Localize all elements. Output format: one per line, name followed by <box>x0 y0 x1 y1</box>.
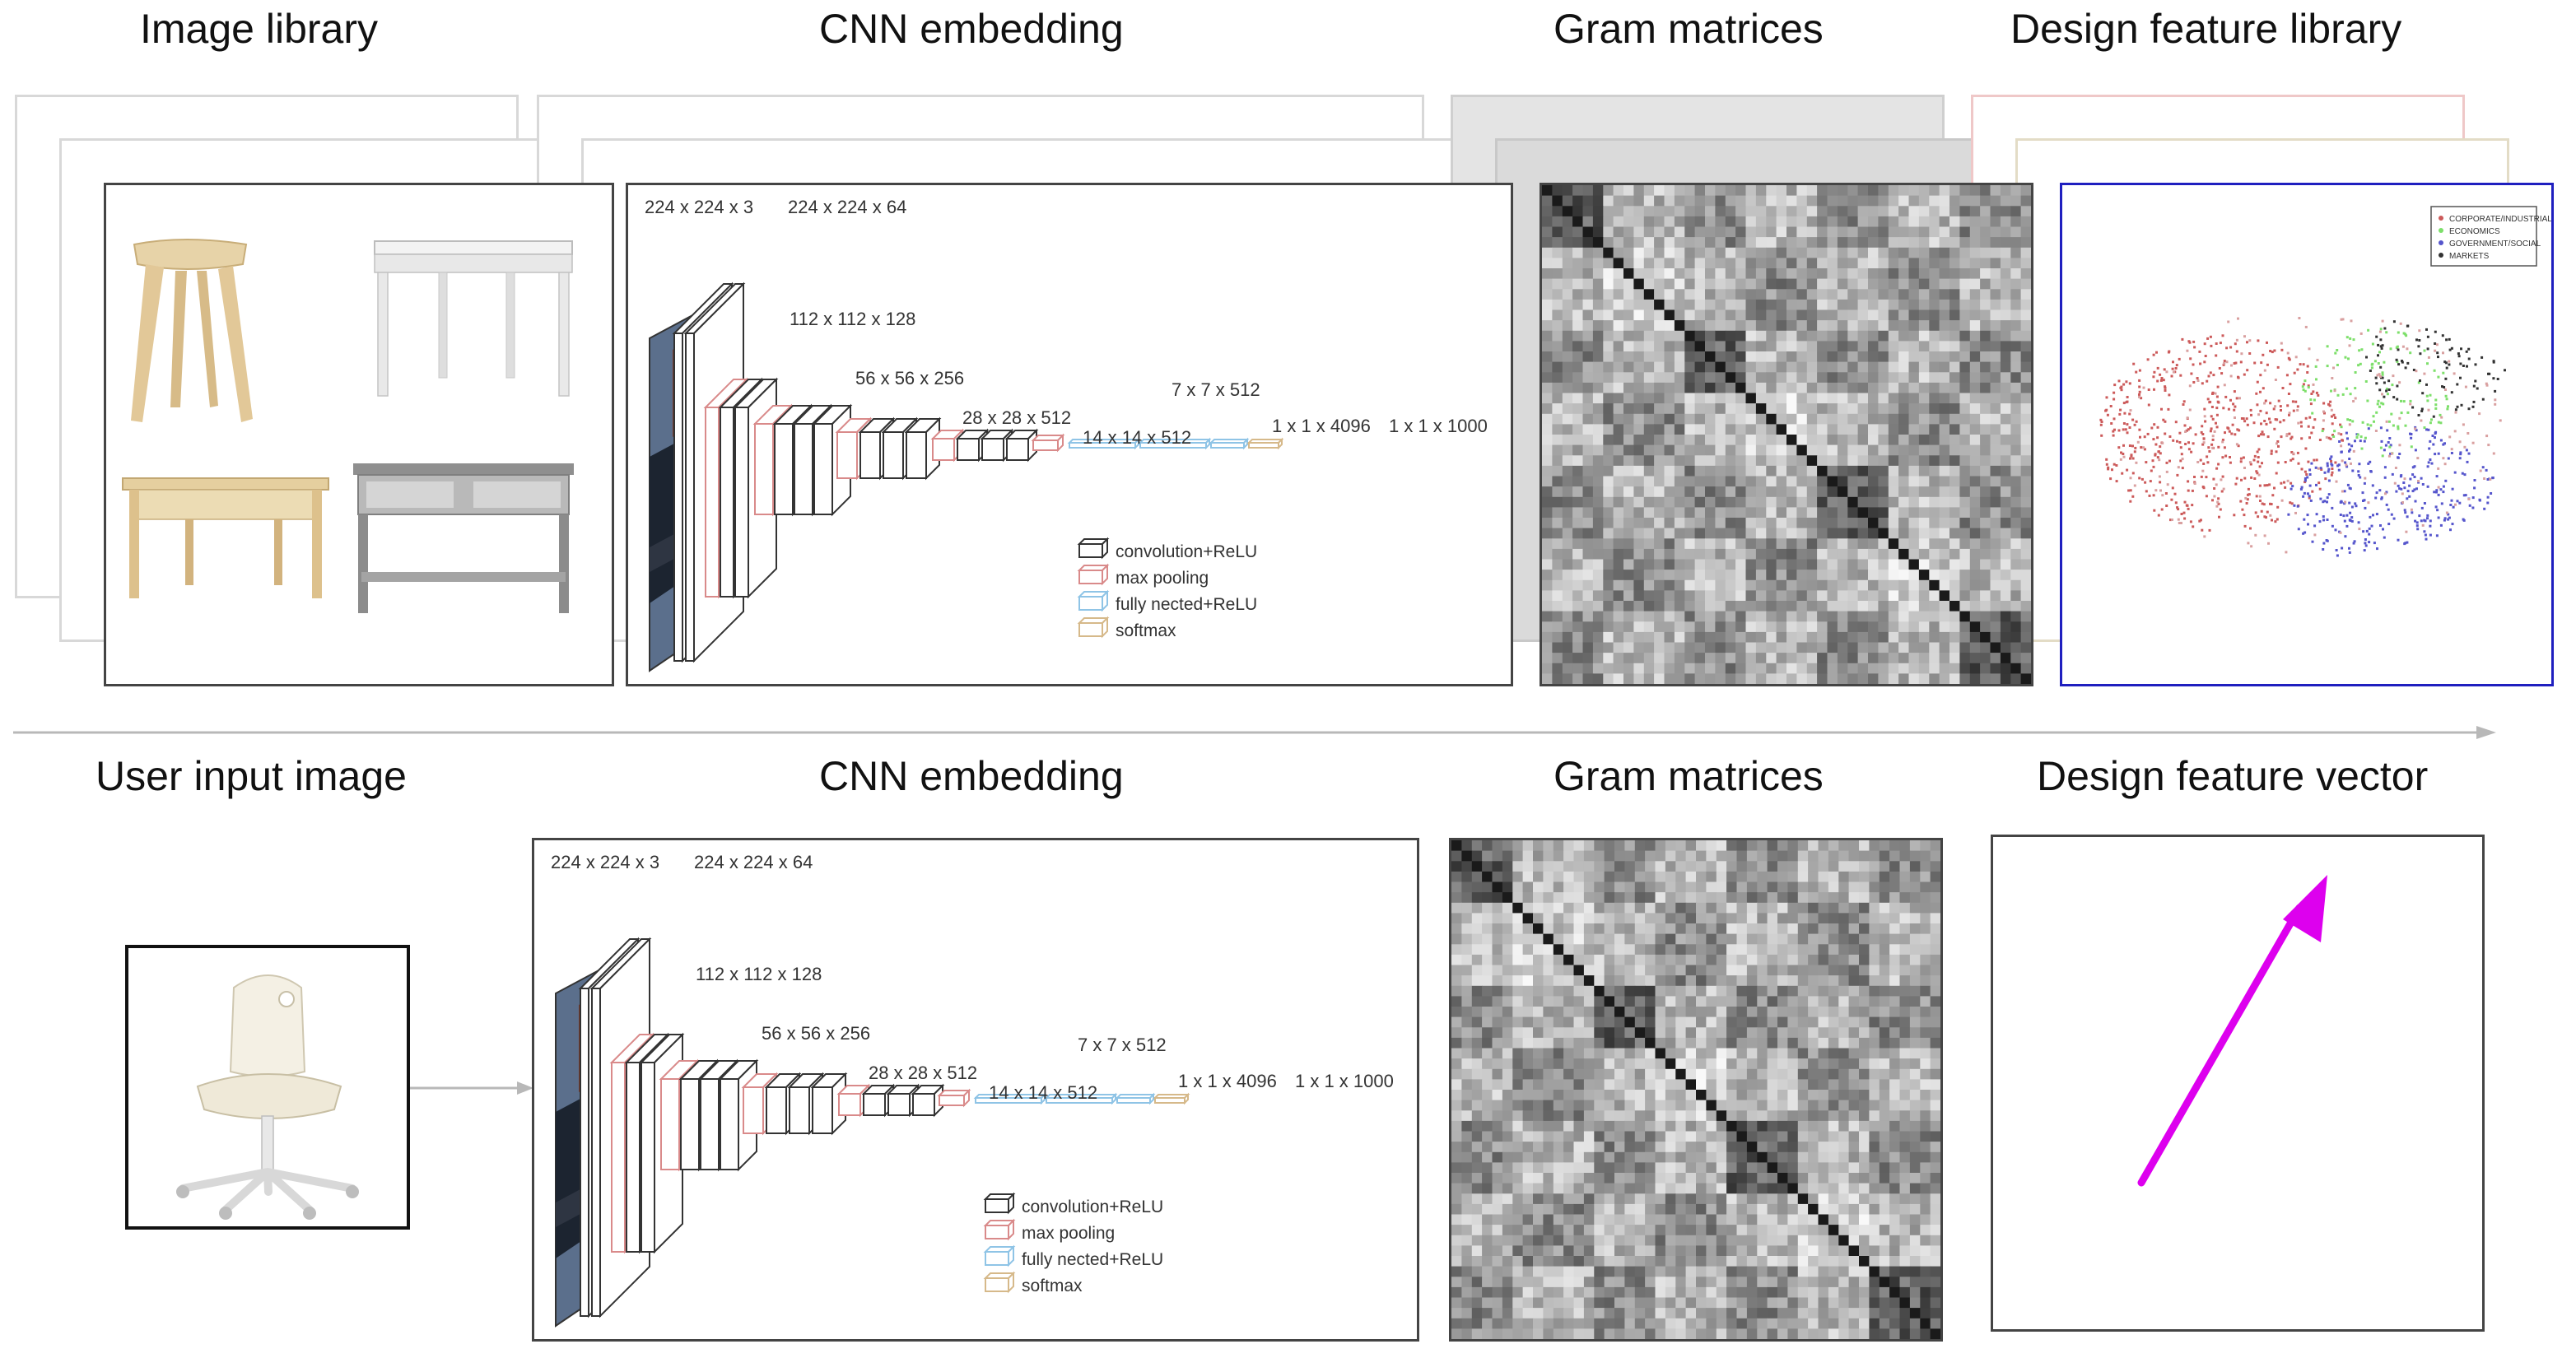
cnn-softmax-block <box>1153 1092 1190 1105</box>
gram-matrix-top <box>1540 183 2033 686</box>
title-gram-matrices-top: Gram matrices <box>1554 6 1824 52</box>
scatter-legend: CORPORATE/INDUSTRIAL ECONOMICS GOVERNMEN… <box>2430 206 2551 267</box>
cnn-conv-block <box>810 1072 848 1136</box>
cnn-legend-swatch <box>983 1244 1016 1267</box>
cnn-pool-block <box>937 1088 971 1108</box>
scatter-points <box>2099 317 2506 557</box>
title-image-library: Image library <box>140 6 378 52</box>
design-feature-library-card: CORPORATE/INDUSTRIAL ECONOMICS GOVERNMEN… <box>2060 183 2554 686</box>
input-to-cnn-arrow <box>410 1081 533 1095</box>
cnn-legend-swatch <box>1077 589 1110 612</box>
design-feature-vector-card <box>1991 835 2485 1332</box>
timeline-separator <box>13 726 2496 739</box>
title-design-feature-library: Design feature library <box>2010 6 2402 52</box>
title-cnn-embedding-bottom: CNN embedding <box>819 753 1124 799</box>
cnn-legend-label: softmax <box>1116 621 1176 640</box>
feature-vector-arrow <box>2137 904 2303 1187</box>
cnn-legend-swatch <box>983 1271 1016 1294</box>
cnn-layer-label: 224 x 224 x 3 <box>645 197 753 217</box>
cnn-legend: convolution+ReLU max pooling fully nected+… <box>1077 537 1257 640</box>
cnn-layer-label: 1 x 1 x 4096 <box>1178 1071 1277 1091</box>
cnn-layer-label: 56 x 56 x 256 <box>762 1023 870 1044</box>
cnn-conv-block <box>1004 428 1039 463</box>
cnn-pool-block <box>1031 433 1065 453</box>
gram-cells <box>1542 185 2031 684</box>
cnn-legend-label: max pooling <box>1022 1224 1115 1243</box>
cnn-conv-block <box>861 1083 896 1118</box>
cnn-layer-label: 224 x 224 x 3 <box>551 852 659 872</box>
cnn-layer-label: 1 x 1 x 1000 <box>1389 416 1488 436</box>
office-chair-image <box>176 974 359 1220</box>
gram-matrix-heatmap-top <box>1542 185 2031 684</box>
cnn-legend-label: convolution+ReLU <box>1116 542 1257 561</box>
cnn-fc-block <box>1209 437 1250 450</box>
cnn-layer-label: 224 x 224 x 64 <box>694 852 813 872</box>
gram-matrix-bottom <box>1449 838 1943 1342</box>
cnn-architecture-diagram-top: 224 x 224 x 3 224 x 224 x 64 112 x 112 x 1… <box>645 197 1488 672</box>
cnn-layer-label: 28 x 28 x 512 <box>869 1063 977 1083</box>
cnn-legend-swatch <box>983 1218 1016 1241</box>
cnn-legend-label: fully nected+ReLU <box>1116 595 1257 614</box>
image-library-card <box>104 183 614 686</box>
title-gram-matrices-bottom: Gram matrices <box>1554 753 1824 799</box>
cnn-layer-label: 112 x 112 x 128 <box>790 309 915 329</box>
cnn-layer-label: 224 x 224 x 64 <box>788 197 906 217</box>
cnn-embedding-bottom: 224 x 224 x 3 224 x 224 x 64 112 x 112 x 1… <box>532 838 1419 1342</box>
cnn-layer-label: 1 x 1 x 1000 <box>1295 1071 1394 1091</box>
cnn-fc-block <box>1138 437 1212 450</box>
cnn-legend-label: softmax <box>1022 1277 1083 1295</box>
user-input-image-card <box>125 945 410 1230</box>
gram-cells <box>1451 840 1940 1339</box>
cnn-conv-block <box>911 1083 945 1118</box>
cnn-legend-swatch <box>1077 563 1110 586</box>
feature-vector-arrowhead <box>2283 875 2327 942</box>
gram-matrix-heatmap-bottom <box>1451 840 1940 1339</box>
scatter-legend-label: GOVERNMENT/SOCIAL <box>2449 240 2541 249</box>
cnn-layer-label: 1 x 1 x 4096 <box>1272 416 1371 436</box>
cnn-legend-swatch <box>1077 616 1110 639</box>
feature-vector-plot <box>2137 875 2327 1187</box>
cnn-fc-block <box>1067 437 1141 450</box>
cnn-fc-block <box>1115 1092 1156 1105</box>
scatter-legend-label: MARKETS <box>2449 252 2490 261</box>
cnn-fc-block <box>1044 1092 1118 1105</box>
wooden-desk-image <box>122 477 329 598</box>
white-table-image <box>374 240 573 397</box>
cnn-pool-block <box>930 428 965 463</box>
cnn-legend-swatch <box>1077 537 1110 560</box>
cnn-layer-label: 7 x 7 x 512 <box>1078 1035 1167 1055</box>
cnn-layer-label: 28 x 28 x 512 <box>962 407 1071 428</box>
title-cnn-embedding-top: CNN embedding <box>819 6 1124 52</box>
cnn-conv-block <box>886 1083 920 1118</box>
scatter-legend-label: CORPORATE/INDUSTRIAL <box>2449 215 2551 224</box>
stool-image <box>131 239 253 422</box>
cnn-legend-label: fully nected+ReLU <box>1022 1250 1163 1269</box>
cnn-legend-label: convolution+ReLU <box>1022 1198 1163 1216</box>
cnn-legend-label: max pooling <box>1116 569 1209 588</box>
cnn-layer-label: 14 x 14 x 512 <box>1083 427 1191 448</box>
cnn-pool-block <box>836 1083 871 1118</box>
cnn-architecture-diagram-bottom: 224 x 224 x 3 224 x 224 x 64 112 x 112 x 1… <box>551 852 1394 1328</box>
cnn-fc-block <box>973 1092 1047 1105</box>
title-design-feature-vector: Design feature vector <box>2037 753 2429 799</box>
tsne-scatter-plot: CORPORATE/INDUSTRIAL ECONOMICS GOVERNMEN… <box>2099 206 2551 557</box>
cnn-layer-label: 14 x 14 x 512 <box>989 1082 1097 1103</box>
cnn-embedding-top: 224 x 224 x 3 224 x 224 x 64 112 x 112 x 1… <box>626 183 1513 686</box>
scatter-legend-label: ECONOMICS <box>2449 227 2500 236</box>
gray-console-image <box>353 463 574 613</box>
cnn-layer-label: 56 x 56 x 256 <box>855 368 964 388</box>
cnn-conv-block <box>812 403 853 517</box>
cnn-legend-swatch <box>983 1192 1016 1215</box>
cnn-layer-label: 112 x 112 x 128 <box>696 964 822 984</box>
cnn-softmax-block <box>1246 437 1284 450</box>
cnn-layer-label: 7 x 7 x 512 <box>1172 379 1260 400</box>
cnn-legend: convolution+ReLU max pooling fully nected+… <box>983 1192 1163 1295</box>
title-user-input-image: User input image <box>95 753 407 799</box>
